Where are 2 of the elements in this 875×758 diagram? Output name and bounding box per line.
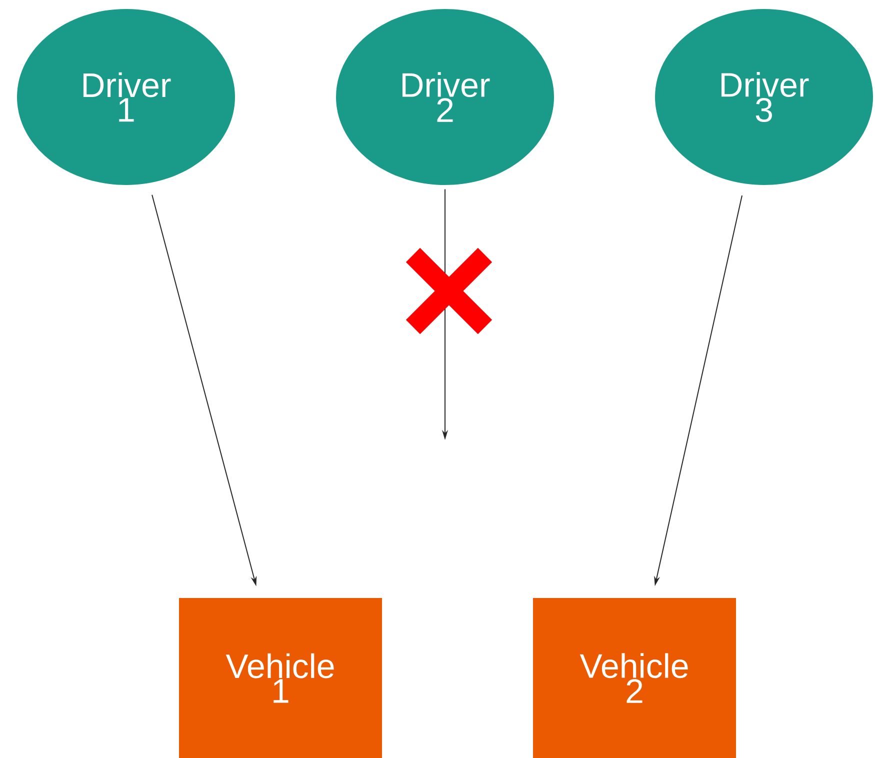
vehicle-box: Vehicle 1 bbox=[179, 598, 382, 758]
vehicle-box: Vehicle 2 bbox=[533, 598, 736, 758]
